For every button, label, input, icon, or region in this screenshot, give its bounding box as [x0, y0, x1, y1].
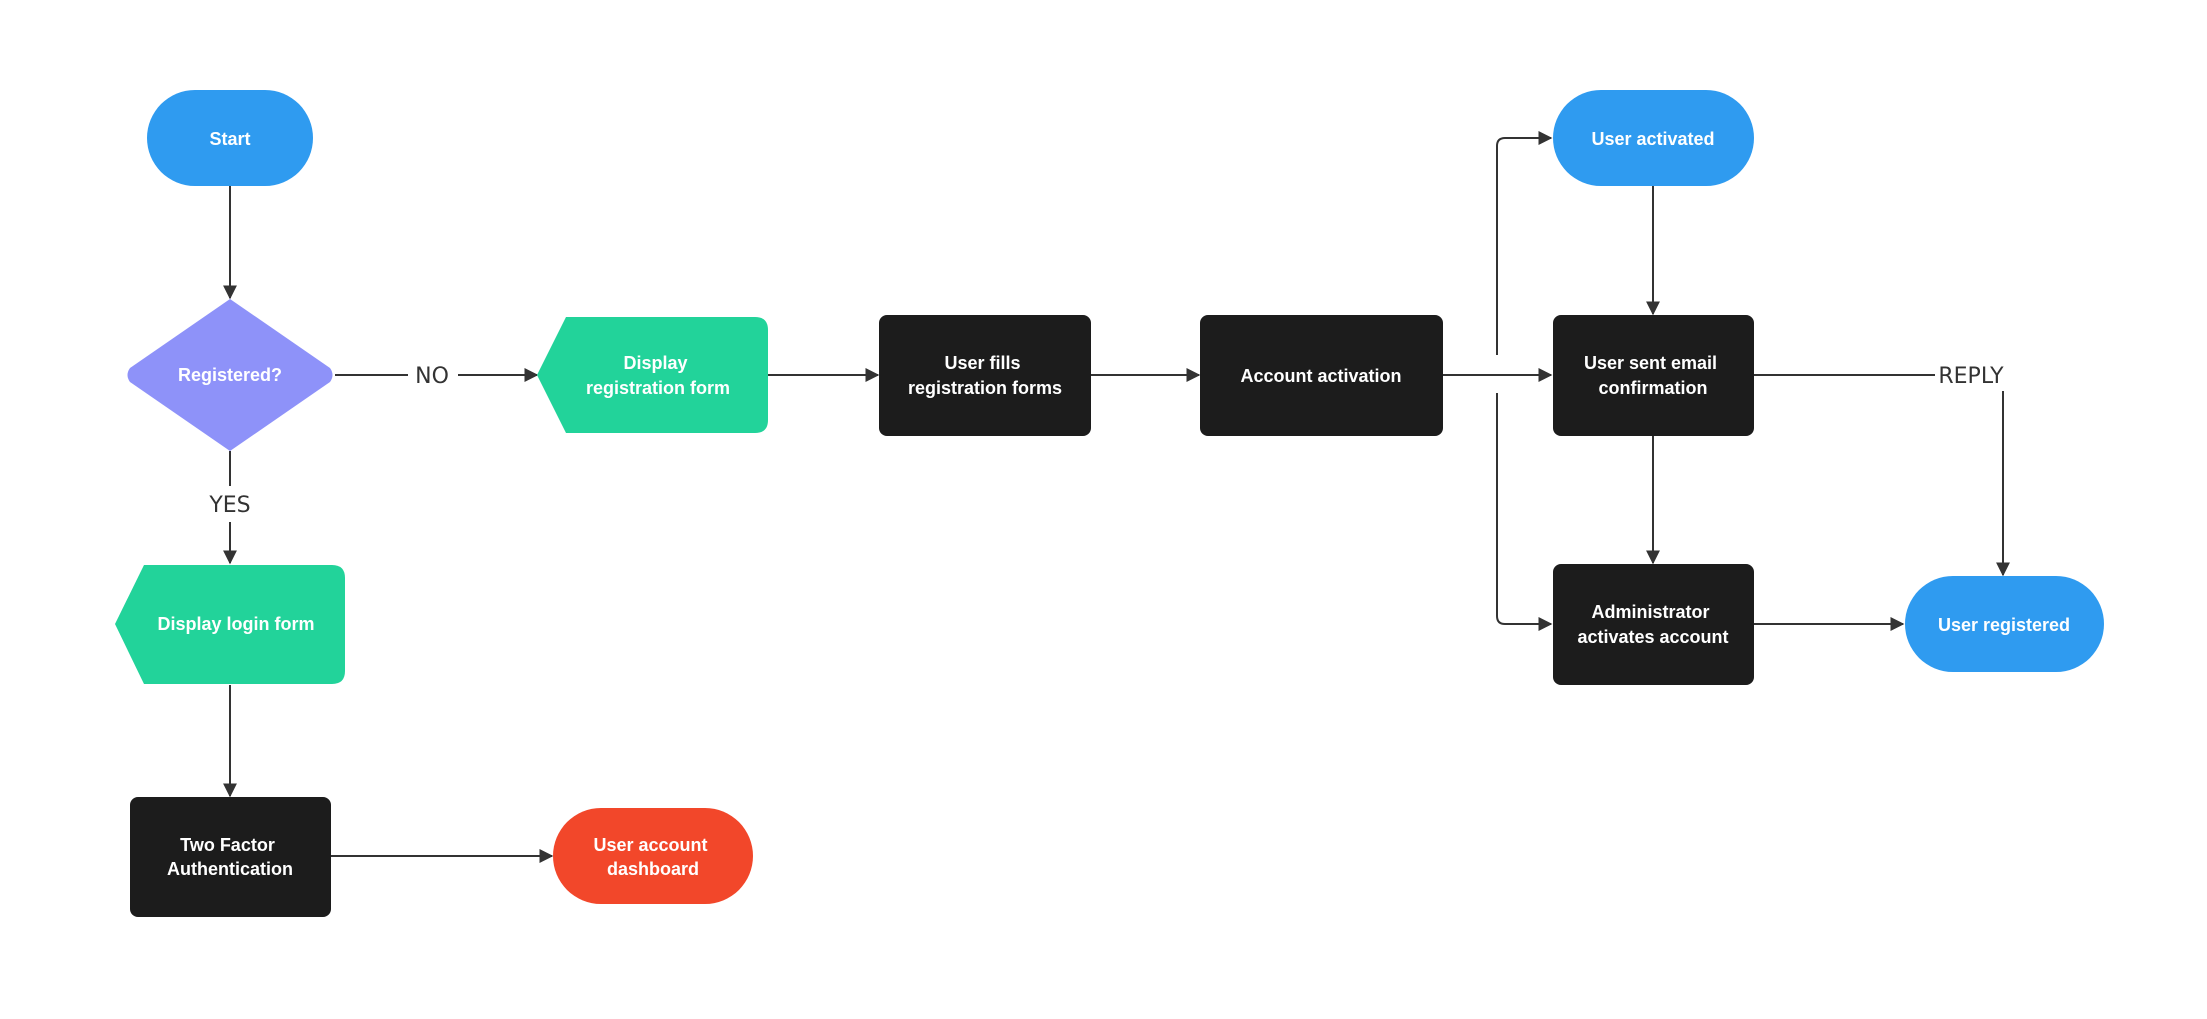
terminal-shape	[1553, 90, 1754, 186]
email-confirmation-line-1: User sent email	[1584, 353, 1717, 373]
email-confirmation-label: User sent email confirmation	[1584, 353, 1722, 398]
dashboard-node[interactable]: User account dashboard	[553, 808, 753, 904]
registered-label: Registered?	[178, 365, 282, 385]
user-fills-line-2: registration forms	[908, 378, 1062, 398]
admin-activates-line-1: Administrator	[1591, 602, 1709, 622]
display-registration-node[interactable]: Display registration form	[537, 317, 768, 433]
account-activation-node[interactable]: Account activation	[1200, 315, 1443, 436]
dashboard-line-1: User account	[593, 835, 707, 855]
admin-activates-line-2: activates account	[1577, 627, 1728, 647]
user-fills-node[interactable]: User fills registration forms	[879, 315, 1091, 436]
start-node[interactable]: Start	[147, 90, 313, 186]
admin-activates-label: Administrator activates account	[1577, 602, 1728, 647]
user-fills-line-1: User fills	[944, 353, 1020, 373]
admin-activates-node[interactable]: Administrator activates account	[1553, 564, 1754, 685]
display-registration-line-1: Display	[623, 353, 687, 373]
display-registration-line-2: registration form	[586, 378, 730, 398]
edge-account-activation-to-admin	[1496, 393, 1553, 631]
two-factor-line-2: Authentication	[167, 859, 293, 879]
connectors	[223, 131, 2010, 863]
user-registered-label: User registered	[1938, 615, 2070, 635]
user-registered-node[interactable]: User registered	[1905, 576, 2104, 672]
process-shape	[879, 315, 1091, 436]
terminal-shape	[1905, 576, 2104, 672]
email-confirmation-line-2: confirmation	[1598, 378, 1707, 398]
no-label: NO	[415, 364, 449, 389]
display-login-node[interactable]: Display login form	[115, 565, 345, 684]
process-shape	[1200, 315, 1443, 436]
two-factor-label: Two Factor Authentication	[167, 835, 293, 879]
account-activation-label: Account activation	[1240, 366, 1401, 386]
reply-label: REPLY	[1938, 364, 2004, 389]
dashboard-label: User account dashboard	[593, 835, 712, 879]
display-login-label: Display login form	[157, 614, 314, 634]
user-activated-label: User activated	[1591, 129, 1714, 149]
process-shape	[1553, 315, 1754, 436]
display-shape	[115, 565, 345, 684]
terminal-shape	[553, 808, 753, 904]
user-fills-label: User fills registration forms	[908, 353, 1062, 398]
decision-shape	[127, 299, 333, 451]
yes-label: YES	[208, 493, 250, 518]
display-registration-label: Display registration form	[586, 353, 730, 398]
registered-decision-node[interactable]: Registered?	[127, 299, 333, 451]
display-shape	[537, 317, 768, 433]
user-activated-node[interactable]: User activated	[1553, 90, 1754, 186]
two-factor-node[interactable]: Two Factor Authentication	[130, 797, 331, 917]
process-shape	[130, 797, 331, 917]
start-shape	[147, 90, 313, 186]
dashboard-line-2: dashboard	[607, 859, 699, 879]
edge-account-activation-to-user-activated	[1496, 131, 1553, 355]
start-label: Start	[209, 129, 250, 149]
two-factor-line-1: Two Factor	[180, 835, 275, 855]
process-shape	[1553, 564, 1754, 685]
email-confirmation-node[interactable]: User sent email confirmation	[1553, 315, 1754, 436]
